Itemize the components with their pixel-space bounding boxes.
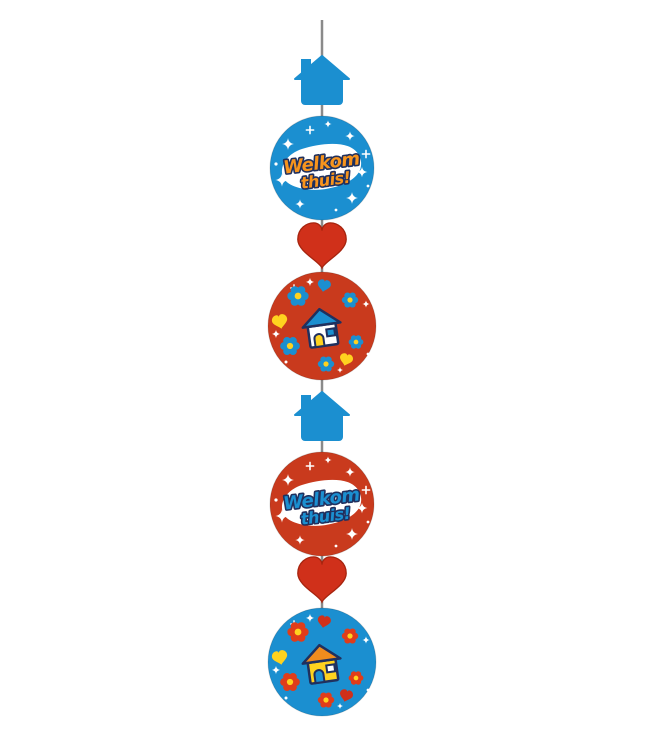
welcome-badge-red: Welkom thuis! [269, 451, 375, 557]
house-badge-blue [267, 607, 377, 717]
house-icon [294, 55, 350, 105]
welcome-badge-blue: Welkom thuis! [269, 115, 375, 221]
house-pendant-top [294, 55, 350, 105]
house-icon [294, 391, 350, 441]
heart-icon [296, 221, 348, 270]
house-pendant-mid [294, 391, 350, 441]
heart-icon [296, 555, 348, 604]
heart-pendant-1 [296, 221, 348, 270]
house-badge-red [267, 271, 377, 381]
sparkle-icon [271, 613, 370, 709]
sparkle-icon [271, 277, 370, 373]
house-icon [301, 307, 342, 349]
heart-pendant-2 [296, 555, 348, 604]
house-icon [301, 643, 342, 685]
